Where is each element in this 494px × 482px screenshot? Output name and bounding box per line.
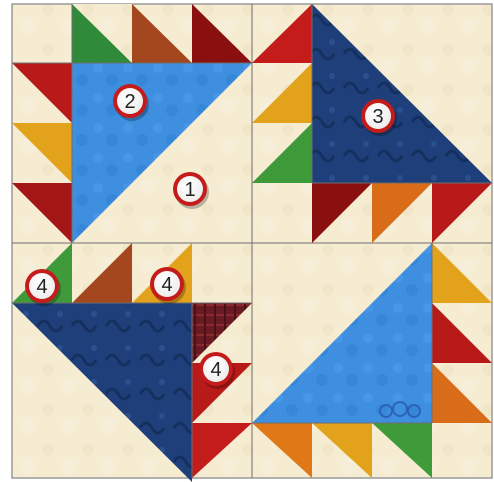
badge-number: 3 xyxy=(372,106,383,128)
badge-number: 4 xyxy=(36,276,47,298)
badge-number: 2 xyxy=(124,91,135,113)
badge-number: 1 xyxy=(184,179,195,201)
badge-number: 4 xyxy=(210,359,221,381)
badge-number: 4 xyxy=(161,274,172,296)
